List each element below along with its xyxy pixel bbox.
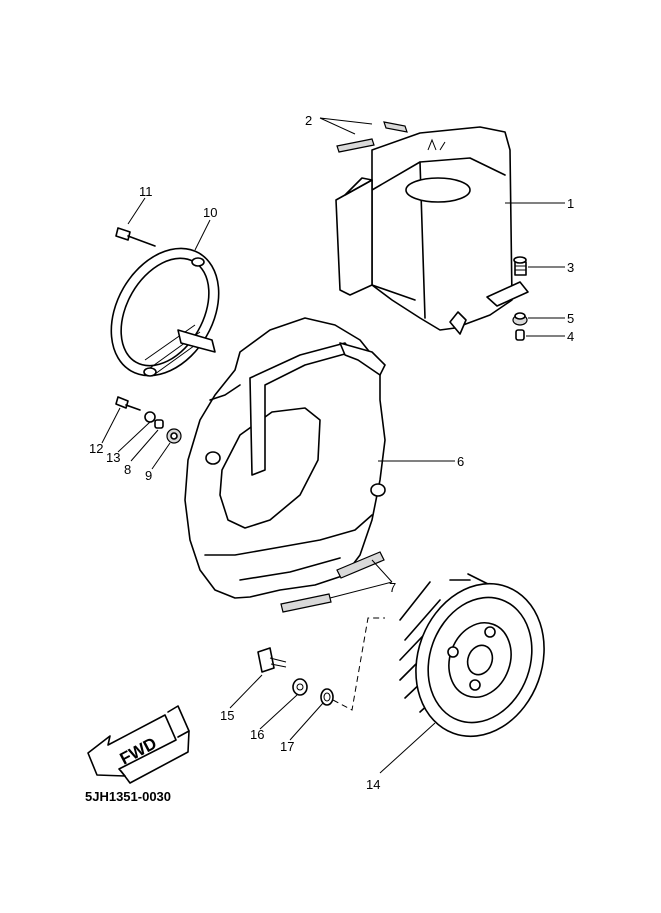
callout-8: 8 (124, 462, 131, 477)
fwd-label: FWD (117, 734, 160, 769)
callout-7: 7 (389, 580, 396, 595)
callout-10: 10 (203, 205, 217, 220)
callout-17: 17 (280, 739, 294, 754)
callout-12: 12 (89, 441, 103, 456)
cooling-fan-part-14 (399, 573, 545, 738)
washer-part-16 (292, 678, 308, 696)
screw-part-11 (115, 227, 156, 247)
air-shroud-cover (335, 126, 529, 335)
leader-lines (101, 117, 565, 774)
callout-labels: 1 2 3 4 5 6 7 8 9 10 11 12 13 14 15 16 1… (89, 113, 574, 792)
grommet-part-9 (166, 428, 182, 444)
nut-part-17 (320, 688, 334, 706)
callout-14: 14 (366, 777, 380, 792)
pad-part-7 (280, 551, 385, 613)
fwd-arrow-icon: FWD (87, 705, 190, 784)
callout-1: 1 (567, 196, 574, 211)
collar-part-4 (515, 329, 525, 341)
bolt-part-15 (257, 647, 287, 673)
pad-part-2 (336, 121, 408, 153)
callout-15: 15 (220, 708, 234, 723)
fan-housing-part-6 (184, 317, 386, 599)
callout-16: 16 (250, 727, 264, 742)
callout-11: 11 (139, 184, 153, 199)
callout-2: 2 (305, 113, 312, 128)
bolt-part-3 (513, 256, 527, 276)
callout-3: 3 (567, 260, 574, 275)
callout-9: 9 (145, 468, 152, 483)
drawing-code: 5JH1351-0030 (85, 789, 171, 804)
washer-part-13 (144, 411, 156, 423)
bolt-part-12 (115, 396, 141, 411)
grommet-part-5 (512, 312, 528, 326)
collar-part-8 (154, 419, 164, 429)
cover-plate-part-10 (110, 247, 220, 377)
callout-4: 4 (567, 329, 574, 344)
callout-5: 5 (567, 311, 574, 326)
callout-6: 6 (457, 454, 464, 469)
callout-13: 13 (106, 450, 120, 465)
